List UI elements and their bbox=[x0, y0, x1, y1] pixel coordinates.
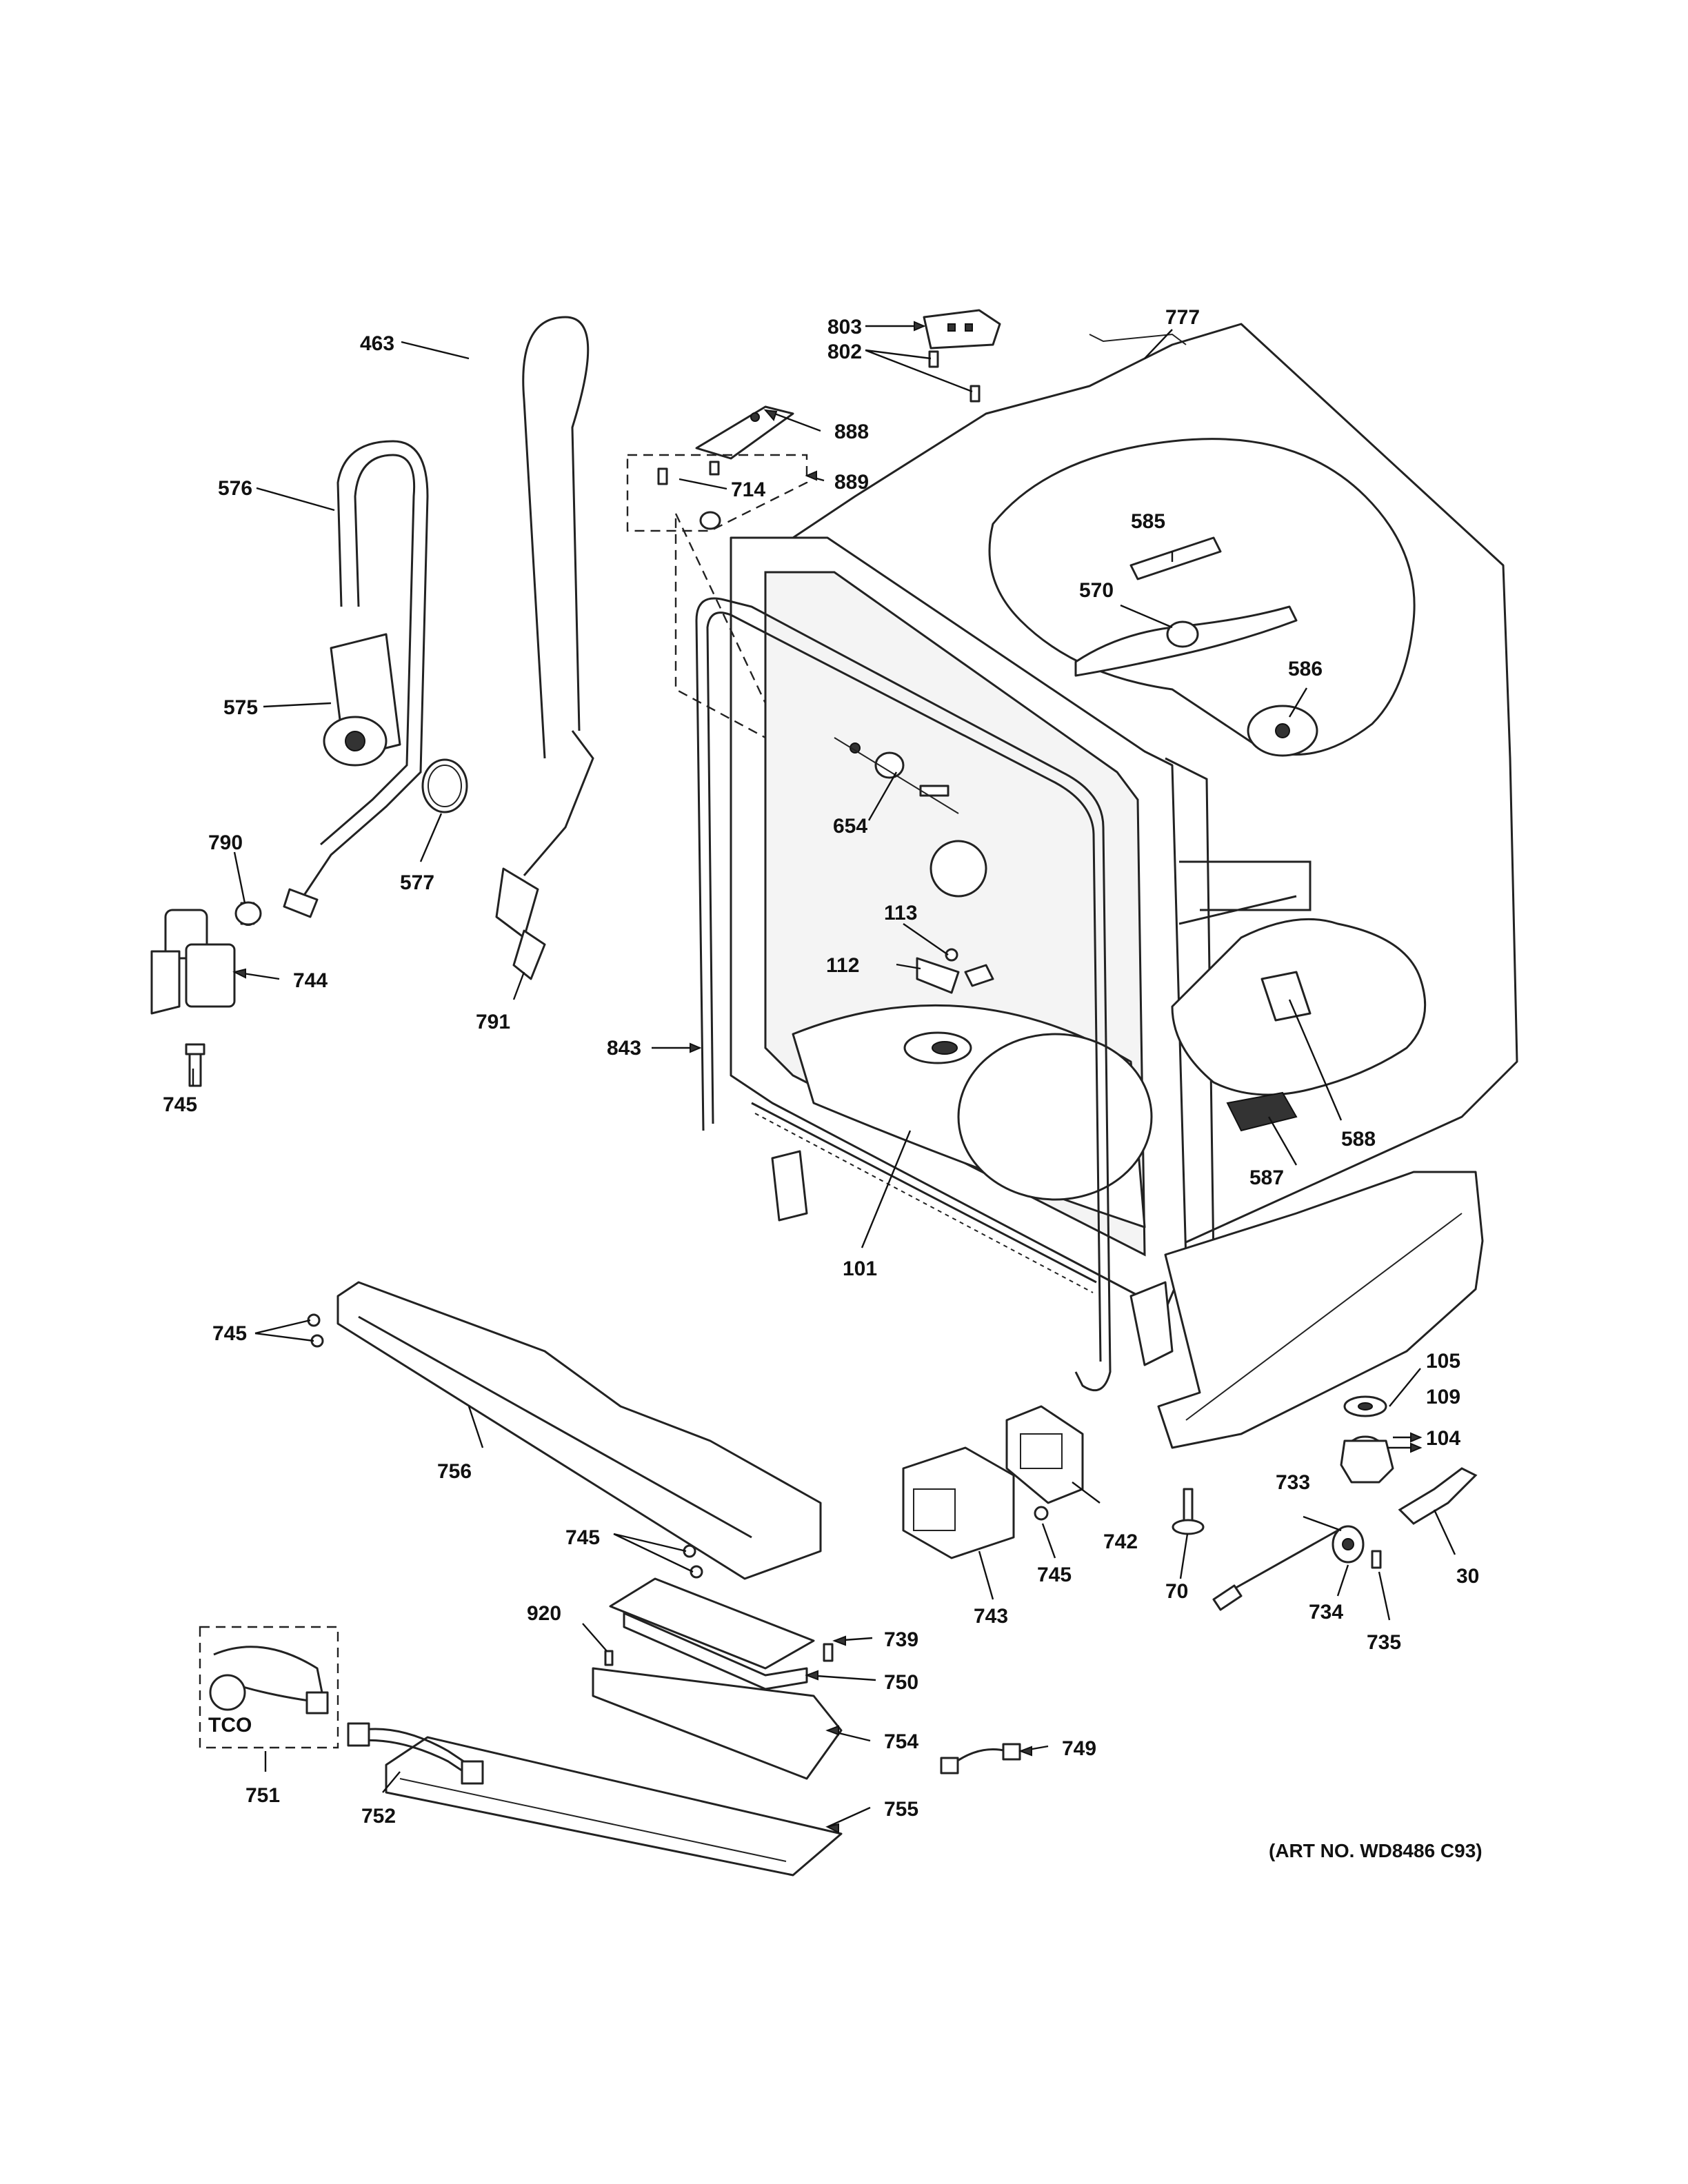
tub-top-dome bbox=[988, 438, 1416, 756]
callout-744: 744 bbox=[293, 969, 328, 992]
wash-arm-570 bbox=[1074, 605, 1298, 677]
hose-463 bbox=[495, 316, 594, 980]
callout-803: 803 bbox=[827, 316, 862, 338]
callout-586: 586 bbox=[1288, 658, 1323, 680]
harness-749 bbox=[940, 1743, 1021, 1775]
screw-735 bbox=[1371, 1550, 1382, 1569]
bracket-888 bbox=[695, 405, 794, 460]
callout-101: 101 bbox=[843, 1257, 877, 1280]
callout-889: 889 bbox=[834, 471, 869, 494]
hose-576 bbox=[283, 440, 429, 918]
callout-749: 749 bbox=[1062, 1737, 1096, 1760]
control-box-743 bbox=[902, 1446, 1015, 1559]
callout-745-valve: 745 bbox=[163, 1093, 197, 1116]
nut-104 bbox=[1340, 1439, 1394, 1484]
wash-arm-585 bbox=[1129, 536, 1222, 580]
callout-587: 587 bbox=[1249, 1166, 1284, 1189]
hose-clamp-790 bbox=[234, 901, 262, 926]
callout-745-panel: 745 bbox=[565, 1526, 600, 1549]
leader-lines bbox=[192, 321, 1456, 1834]
tub-base-frame bbox=[1157, 1171, 1484, 1449]
callout-463: 463 bbox=[360, 332, 394, 355]
callout-104: 104 bbox=[1426, 1427, 1460, 1450]
screw-745-bracket bbox=[1034, 1506, 1049, 1521]
callout-70: 70 bbox=[1165, 1580, 1188, 1603]
tco-label: TCO bbox=[208, 1714, 252, 1737]
callout-752: 752 bbox=[361, 1805, 396, 1828]
callout-113: 113 bbox=[884, 902, 917, 924]
callout-577: 577 bbox=[400, 871, 434, 894]
callout-755: 755 bbox=[884, 1798, 918, 1821]
toe-panel-756 bbox=[336, 1281, 822, 1580]
bearing-586 bbox=[1247, 705, 1318, 757]
screw-739 bbox=[823, 1643, 834, 1662]
pulley-734 bbox=[1332, 1525, 1365, 1564]
callout-756: 756 bbox=[437, 1460, 472, 1483]
callout-654: 654 bbox=[833, 815, 867, 838]
door-gasket-843 bbox=[695, 597, 1112, 1392]
standoff-920 bbox=[604, 1650, 614, 1666]
callout-750: 750 bbox=[884, 1671, 918, 1694]
control-board-750 bbox=[609, 1577, 815, 1690]
callout-843: 843 bbox=[607, 1037, 641, 1060]
callout-777: 777 bbox=[1165, 306, 1200, 329]
rack-part-588-587 bbox=[1226, 971, 1312, 1132]
callout-575: 575 bbox=[223, 696, 258, 719]
screws-802 bbox=[928, 350, 981, 403]
callout-733: 733 bbox=[1276, 1471, 1310, 1494]
callout-791: 791 bbox=[476, 1011, 510, 1033]
screws-745-toe bbox=[307, 1313, 324, 1348]
screw-745-valve bbox=[185, 1043, 205, 1087]
callout-588: 588 bbox=[1341, 1128, 1376, 1151]
o-ring-577 bbox=[421, 758, 468, 813]
clip-112-113 bbox=[916, 948, 994, 994]
callout-920: 920 bbox=[527, 1602, 561, 1625]
callout-802: 802 bbox=[827, 341, 862, 363]
bracket-742 bbox=[1005, 1405, 1084, 1504]
sump-opening bbox=[957, 1033, 1153, 1201]
leg-70 bbox=[1172, 1488, 1205, 1535]
callout-745-bracket: 745 bbox=[1037, 1564, 1072, 1586]
callout-labels: 803 777 802 463 888 889 714 576 585 570 … bbox=[163, 306, 1483, 1861]
callout-743: 743 bbox=[974, 1605, 1008, 1628]
callout-30: 30 bbox=[1456, 1565, 1479, 1588]
board-tray-754 bbox=[592, 1667, 843, 1780]
harness-751 bbox=[199, 1626, 339, 1749]
callout-734: 734 bbox=[1309, 1601, 1343, 1624]
callout-751: 751 bbox=[245, 1784, 280, 1807]
cable-733 bbox=[1212, 1529, 1338, 1611]
callout-570: 570 bbox=[1079, 579, 1114, 602]
callout-739: 739 bbox=[884, 1628, 918, 1651]
callout-735: 735 bbox=[1367, 1631, 1401, 1654]
spring-30 bbox=[1398, 1467, 1478, 1525]
fitting-654 bbox=[834, 737, 959, 814]
latch-803 bbox=[923, 309, 1001, 350]
kit-889 bbox=[626, 454, 808, 740]
callout-714: 714 bbox=[731, 478, 765, 501]
callout-576: 576 bbox=[218, 477, 252, 500]
callout-585: 585 bbox=[1131, 510, 1165, 533]
washer-105 bbox=[1343, 1395, 1387, 1417]
callout-105: 105 bbox=[1426, 1350, 1460, 1373]
harness-752 bbox=[347, 1722, 484, 1785]
callout-112: 112 bbox=[826, 954, 859, 977]
callout-742: 742 bbox=[1103, 1530, 1138, 1553]
callout-109: 109 bbox=[1426, 1386, 1460, 1408]
callout-745-toe: 745 bbox=[212, 1322, 247, 1345]
callout-888: 888 bbox=[834, 421, 869, 443]
funnel-575 bbox=[323, 633, 401, 767]
callout-790: 790 bbox=[208, 831, 243, 854]
callout-754: 754 bbox=[884, 1730, 918, 1753]
art-number: (ART NO. WD8486 C93) bbox=[1269, 1840, 1483, 1861]
